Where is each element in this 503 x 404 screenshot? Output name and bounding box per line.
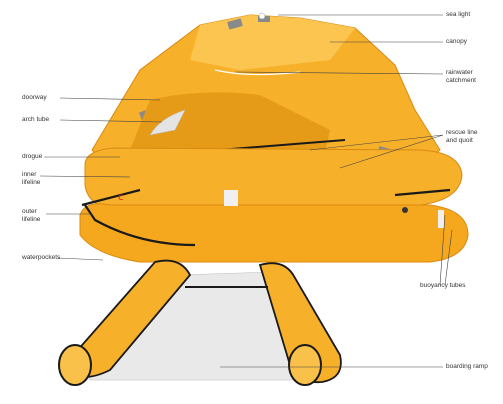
sea-light-icon bbox=[259, 13, 265, 19]
label-boarding-ramp: boarding ramp bbox=[446, 363, 488, 371]
label-waterpockets: waterpockets bbox=[22, 254, 60, 262]
label-canopy: canopy bbox=[446, 38, 467, 46]
tube-patch bbox=[224, 190, 238, 206]
label-rescue-line: rescue line and quoit bbox=[446, 129, 477, 145]
upper-buoyancy-tube bbox=[85, 148, 462, 210]
label-arch-tube: arch tube bbox=[22, 116, 49, 124]
ramp-tube-end-right bbox=[289, 345, 321, 385]
label-rainwater-catchment: rainwater catchment bbox=[446, 69, 476, 85]
label-inner-lifeline: inner lifeline bbox=[22, 171, 40, 187]
ramp-tube-end-left bbox=[59, 345, 91, 385]
tube-patch bbox=[438, 210, 444, 228]
label-sea-light: sea light bbox=[446, 11, 470, 19]
valve-icon bbox=[402, 207, 408, 213]
label-doorway: doorway bbox=[22, 94, 47, 102]
label-outer-lifeline: outer lifeline bbox=[22, 208, 40, 224]
hook-icon: c bbox=[118, 192, 124, 203]
lower-buoyancy-tube bbox=[80, 204, 468, 262]
label-drogue: drogue bbox=[22, 153, 42, 161]
label-buoyancy-tubes: buoyancy tubes bbox=[420, 282, 466, 290]
